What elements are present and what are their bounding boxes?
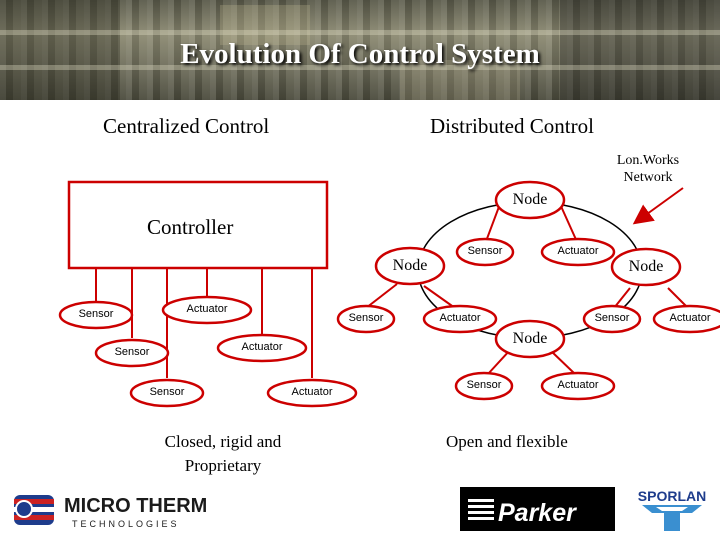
central-sensor-1-label: Sensor bbox=[78, 308, 114, 320]
central-actuator-2-shape bbox=[216, 333, 308, 363]
left-sensor-label: Sensor bbox=[348, 312, 384, 324]
node-right-shape bbox=[610, 247, 682, 287]
bottom-sensor-label: Sensor bbox=[466, 379, 502, 391]
central-actuator-3-label: Actuator bbox=[291, 386, 333, 398]
right-actuator-shape bbox=[652, 304, 720, 334]
node-left-shape bbox=[374, 246, 446, 286]
control-diagram bbox=[58, 180, 720, 408]
centralized-caption-line-2: Proprietary bbox=[184, 456, 262, 475]
controller-box bbox=[67, 180, 329, 270]
distributed-heading: Distributed Control bbox=[430, 114, 594, 138]
node-top-shape bbox=[494, 180, 566, 220]
network-pointer-arrow bbox=[632, 187, 684, 225]
central-actuator-3-shape bbox=[266, 378, 358, 408]
network-label-line-2: Network bbox=[623, 170, 673, 185]
distributed-caption: Open and flexible bbox=[446, 432, 568, 451]
central-sensor-1-shape bbox=[58, 300, 134, 330]
slide-title: Evolution Of Control System bbox=[180, 38, 540, 70]
right-sensor-label: Sensor bbox=[594, 312, 630, 324]
central-sensor-3-shape bbox=[129, 378, 205, 408]
central-sensor-2-label: Sensor bbox=[114, 346, 150, 358]
central-sensor-2-shape bbox=[94, 338, 170, 368]
node-left-label: Node bbox=[392, 257, 428, 274]
parker-logo: Parker bbox=[460, 487, 615, 531]
parker-wordmark: Parker bbox=[498, 499, 577, 527]
right-actuator-label: Actuator bbox=[669, 312, 711, 324]
top-actuator-label: Actuator bbox=[557, 245, 599, 257]
node-right-label: Node bbox=[628, 258, 664, 275]
sporlan-wordmark: SPORLAN bbox=[638, 488, 706, 504]
sporlan-emblem-icon bbox=[642, 505, 702, 531]
bottom-actuator-shape bbox=[540, 371, 616, 401]
node-bottom-label: Node bbox=[512, 330, 548, 347]
micro-thermo-emblem-icon bbox=[14, 495, 54, 525]
centralized-caption-line-1: Closed, rigid and bbox=[164, 432, 282, 451]
top-actuator-shape bbox=[540, 237, 616, 267]
micro-thermo-name: MICRO THERMO bbox=[64, 495, 206, 517]
bottom-actuator-label: Actuator bbox=[557, 379, 599, 391]
central-actuator-2-label: Actuator bbox=[241, 341, 283, 353]
network-label-line-1: Lon.Works bbox=[616, 153, 680, 168]
title-banner: Evolution Of Control System bbox=[0, 0, 720, 100]
controller-label: Controller bbox=[147, 215, 234, 239]
right-sensor-shape bbox=[582, 304, 642, 334]
lonworks-network-label: Lon.Works Network bbox=[605, 152, 691, 186]
sporlan-logo: SPORLAN bbox=[638, 488, 706, 531]
bottom-sensor-shape bbox=[454, 371, 514, 401]
central-actuator-1-shape bbox=[161, 295, 253, 325]
left-sensor-shape bbox=[336, 304, 396, 334]
top-sensor-label: Sensor bbox=[467, 245, 503, 257]
micro-thermo-logo: MICRO THERMO TECHNOLOGIES bbox=[10, 487, 206, 531]
micro-thermo-subtitle: TECHNOLOGIES bbox=[72, 519, 180, 529]
left-actuator-shape bbox=[422, 304, 498, 334]
parker-logo-mark: Parker bbox=[468, 499, 577, 527]
top-sensor-shape bbox=[455, 237, 515, 267]
left-actuator-label: Actuator bbox=[439, 312, 481, 324]
central-sensor-3-label: Sensor bbox=[149, 386, 185, 398]
parker-stripes-icon bbox=[468, 499, 494, 520]
centralized-heading: Centralized Control bbox=[103, 114, 270, 138]
node-top-label: Node bbox=[512, 191, 548, 208]
centralized-caption: Closed, rigid and Proprietary bbox=[140, 432, 306, 476]
central-actuator-1-label: Actuator bbox=[186, 303, 228, 315]
node-bottom-shape bbox=[494, 319, 566, 359]
